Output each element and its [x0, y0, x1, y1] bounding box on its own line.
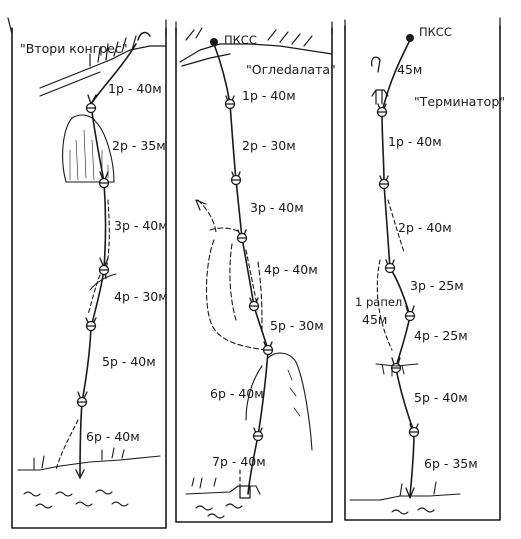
pitch-label-terminator-3: 3р - 25м — [410, 278, 464, 293]
crux-mark — [89, 273, 117, 291]
base-ground-terminator — [349, 481, 461, 515]
start-label-terminator: ПКСС — [419, 25, 452, 39]
summit-marks-3 — [370, 56, 389, 105]
summit-rock-2 — [179, 27, 333, 67]
pitch-label-terminator-4: 4р - 25м — [414, 328, 468, 343]
base-ground-ogledalata — [185, 477, 261, 519]
pitch-label-vtori-5: 5р - 40м — [102, 354, 156, 369]
pitch-label-vtori-1: 1р - 40м — [108, 81, 162, 96]
rappel-label: 1 рапел — [355, 295, 402, 309]
approach-length-terminator: 45м — [397, 62, 422, 77]
pitch-label-vtori-2: 2р - 35м — [112, 138, 166, 153]
start-point-icon-3 — [406, 34, 414, 42]
pitch-label-terminator-2: 2р - 40м — [398, 220, 452, 235]
pitch-label-terminator-6: 6р - 35м — [424, 456, 478, 471]
panel-frames — [7, 17, 501, 529]
rappel-length: 45м — [362, 312, 387, 327]
route-panel-vtori-kongres: "Втори конгрес" — [17, 31, 168, 509]
start-point-icon — [210, 38, 218, 46]
pillar-feature — [245, 352, 313, 451]
pitch-label-ogledalata-1: 1р - 40м — [242, 88, 296, 103]
pitch-label-ogledalata-7: 7р - 40м — [212, 454, 266, 469]
route-name-ogledalata: "Оглеdалата" — [246, 62, 336, 77]
pitch-label-vtori-6: 6р - 40м — [86, 429, 140, 444]
route-panel-terminator: ПКСС 45м "Терминатор" 1р - 40м 2р — [349, 25, 505, 515]
route-name-terminator: "Терминатор" — [414, 94, 505, 109]
pitch-label-ogledalata-4: 4р - 40м — [264, 262, 318, 277]
start-label-ogledalata: ПКСС — [224, 33, 257, 47]
pitch-label-vtori-3: 3р - 40м — [114, 218, 168, 233]
ledge-mark — [375, 363, 419, 377]
belay-stations-vtori — [76, 102, 110, 408]
pitch-label-ogledalata-3: 3р - 40м — [250, 200, 304, 215]
base-ground-vtori — [17, 447, 161, 509]
pitch-label-terminator-1: 1р - 40м — [388, 134, 442, 149]
pitch-label-terminator-5: 5р - 40м — [414, 390, 468, 405]
route-panel-ogledalata: ПКСС "Оглеdалата" — [179, 27, 336, 519]
slab-feature — [62, 114, 115, 183]
exit-arrow-icon — [195, 199, 207, 211]
summit-rock — [39, 31, 167, 97]
flake-outlines — [197, 199, 267, 351]
pitch-label-ogledalata-5: 5р - 30м — [270, 318, 324, 333]
route-name-vtori: "Втори конгрес" — [20, 41, 127, 56]
pitch-label-ogledalata-6: 6р - 40м — [210, 386, 264, 401]
belay-stations-ogledalata — [224, 98, 274, 442]
pitch-label-ogledalata-2: 2р - 30м — [242, 138, 296, 153]
pitch-label-vtori-4: 4р - 30м — [114, 289, 168, 304]
